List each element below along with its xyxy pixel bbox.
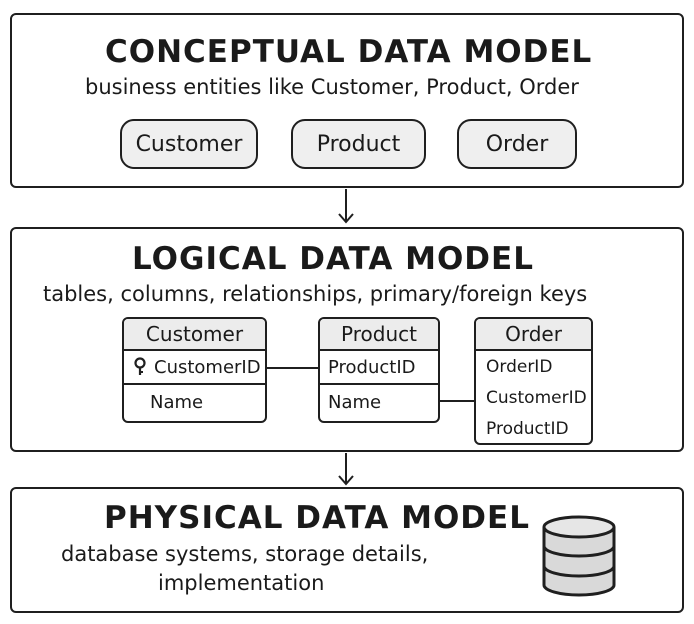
table-order-row: OrderID <box>476 351 591 382</box>
entity-order: Order <box>457 119 577 169</box>
physical-title: PHYSICAL DATA MODEL <box>104 500 530 536</box>
conceptual-subtitle: business entities like Customer, Product… <box>85 75 579 99</box>
table-product-row: ProductID <box>320 351 438 385</box>
arrow-down-icon <box>338 189 354 224</box>
logical-subtitle: tables, columns, relationships, primary/… <box>43 282 588 306</box>
conceptual-title: CONCEPTUAL DATA MODEL <box>105 34 593 70</box>
key-icon <box>134 357 146 375</box>
table-product-header: Product <box>320 319 438 351</box>
physical-subtitle-line1: database systems, storage details, <box>61 542 429 566</box>
physical-subtitle-line2: implementation <box>158 571 325 595</box>
table-product: Product ProductID Name <box>318 317 440 423</box>
column-name: Name <box>150 391 204 413</box>
table-order-row: ProductID <box>476 413 591 443</box>
table-customer-row: CustomerID <box>124 351 265 385</box>
column-product-id: ProductID <box>328 356 416 378</box>
table-order: Order OrderID CustomerID ProductID <box>474 317 593 445</box>
entity-customer: Customer <box>120 119 258 169</box>
table-customer-row: Name <box>124 385 265 419</box>
entity-product: Product <box>291 119 426 169</box>
physical-model-panel: PHYSICAL DATA MODEL database systems, st… <box>10 487 684 613</box>
arrow-down-icon <box>338 453 354 486</box>
logical-title: LOGICAL DATA MODEL <box>132 241 534 277</box>
conceptual-model-panel: CONCEPTUAL DATA MODEL business entities … <box>10 13 684 188</box>
column-customer-id: CustomerID <box>154 356 261 378</box>
table-order-row: CustomerID <box>476 382 591 413</box>
table-customer-header: Customer <box>124 319 265 351</box>
relationship-line <box>267 367 318 369</box>
logical-model-panel: LOGICAL DATA MODEL tables, columns, rela… <box>10 227 684 452</box>
table-product-row: Name <box>320 385 438 419</box>
column-name: Name <box>328 391 382 413</box>
column-product-id: ProductID <box>486 418 569 439</box>
table-order-header: Order <box>476 319 591 351</box>
table-customer: Customer CustomerID Name <box>122 317 267 423</box>
column-customer-id: CustomerID <box>486 387 587 408</box>
relationship-line <box>440 400 474 402</box>
column-order-id: OrderID <box>486 356 553 377</box>
database-icon <box>542 515 616 597</box>
